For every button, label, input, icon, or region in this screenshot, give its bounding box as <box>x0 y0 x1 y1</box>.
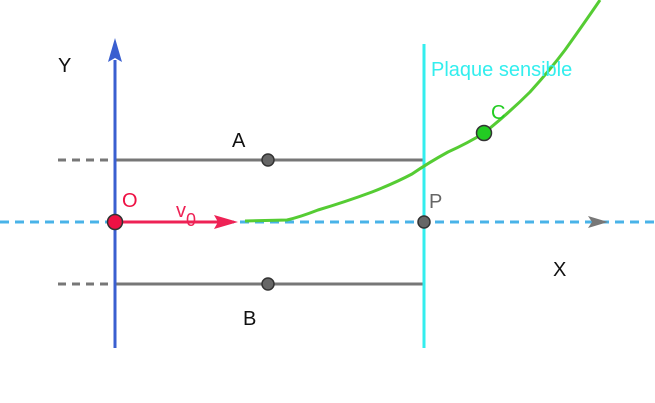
plate-b-point <box>261 277 275 291</box>
plate-a-label: A <box>232 130 246 152</box>
x-axis-label: X <box>553 259 566 281</box>
velocity-label: v0 <box>176 200 196 230</box>
point-c <box>475 124 493 142</box>
sensitive-plate-label: Plaque sensible <box>431 59 572 81</box>
origin-label: O <box>122 190 138 212</box>
plate-b-label: B <box>243 308 256 330</box>
x-axis-arrowhead <box>588 216 608 228</box>
velocity-label-subscript: 0 <box>186 210 196 230</box>
velocity-arrowhead <box>214 215 238 229</box>
point-p-label: P <box>429 191 442 213</box>
y-axis-label: Y <box>58 55 71 77</box>
plate-a-point <box>261 153 275 167</box>
point-c-label: C <box>491 102 505 124</box>
y-axis-arrowhead <box>108 38 122 62</box>
velocity-label-main: v <box>176 200 186 222</box>
point-p <box>417 215 431 229</box>
origin-point <box>106 213 124 231</box>
trajectory-curve <box>244 0 602 223</box>
